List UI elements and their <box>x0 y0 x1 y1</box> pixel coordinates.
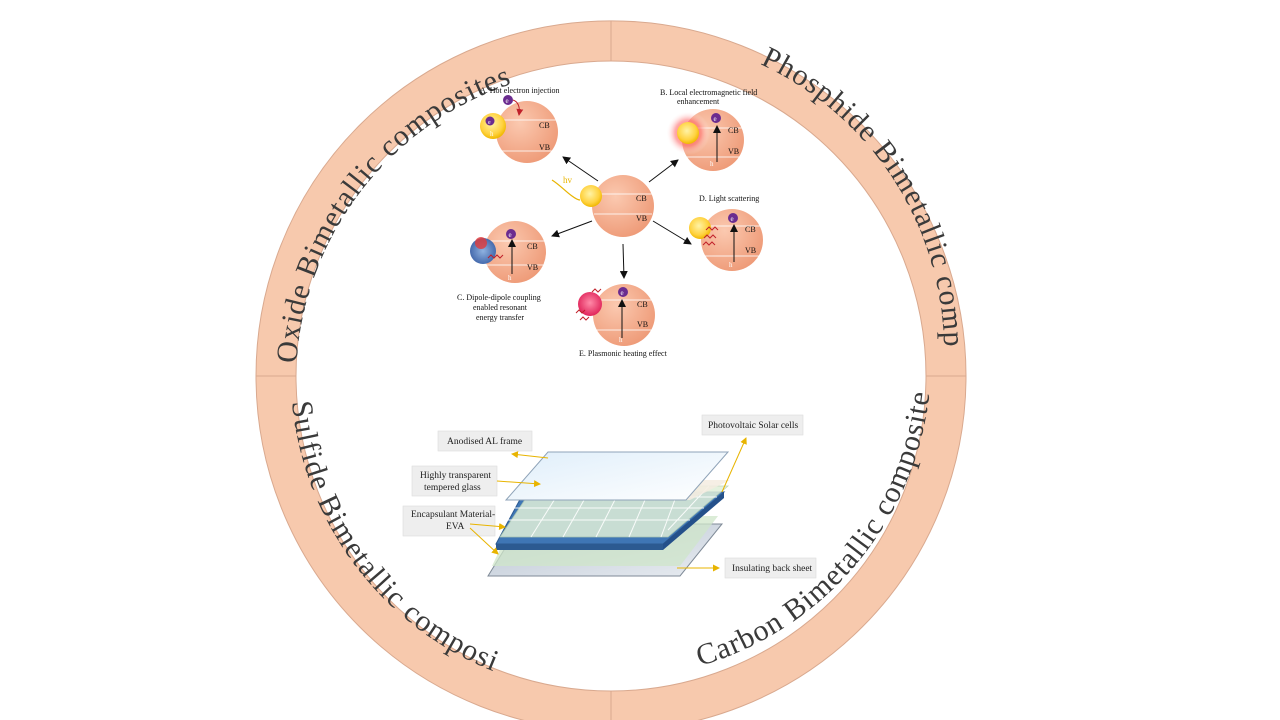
mechanism-e-hole-label: h <box>619 336 623 344</box>
callout-glass-arrow <box>496 480 541 488</box>
composite-ring: Oxide Bimetallic composites Phosphide Bi… <box>0 0 969 720</box>
mechanism-b-title-2: enhancement <box>677 97 720 106</box>
mechanism-c-cb: CB <box>527 242 538 251</box>
callout-eva-text-1: Encapsulant Material- <box>411 510 495 520</box>
callout-cells-box <box>701 414 804 436</box>
mechanism-a: A. Hot electron injection CB VB e h e <box>480 86 560 163</box>
arrow-to-b <box>648 159 679 183</box>
mechanism-d-cb: CB <box>745 225 756 234</box>
center-sphere <box>592 175 654 237</box>
mechanism-e-vb: VB <box>637 320 648 329</box>
mechanism-a-sphere <box>496 101 558 163</box>
callout-eva-arrow-1 <box>469 523 506 530</box>
mechanism-d-gold-particle <box>689 217 711 239</box>
arrow-to-c <box>551 220 593 238</box>
mechanism-b-gold-particle <box>677 122 699 144</box>
arrow-to-a <box>562 156 599 182</box>
mechanism-b-title-1: B. Local electromagnetic field <box>660 88 757 97</box>
mechanism-a-cb: CB <box>539 121 550 130</box>
callout-frame-text: Anodised AL frame <box>447 436 522 447</box>
callout-eva-box <box>402 505 496 537</box>
mechanism-d-title: D. Light scattering <box>699 194 759 203</box>
arrow-to-e <box>619 243 628 279</box>
solar-panel-diagram: Anodised AL frame Highly transparent tem… <box>402 414 817 579</box>
mechanism-e-heat-wave-3 <box>591 288 602 293</box>
callout-back-box <box>724 557 817 579</box>
callout-frame-box <box>437 430 533 452</box>
callout-cells-arrow <box>721 437 747 493</box>
center-semiconductor: CB VB hv <box>551 175 654 237</box>
light-label: hv <box>563 175 573 185</box>
mechanism-c-title-1: C. Dipole-dipole coupling <box>457 293 541 302</box>
arrow-to-d <box>652 220 692 245</box>
layer-solar-cells-edge <box>496 544 663 550</box>
mechanism-e-title: E. Plasmonic heating effect <box>579 349 668 358</box>
mechanism-a-electron-in-metal-label: e <box>488 120 491 126</box>
callout-glass-text-2: tempered glass <box>424 483 481 493</box>
mechanism-b-vb: VB <box>728 147 739 156</box>
center-cb-label: CB <box>636 194 647 203</box>
mechanism-d-vb: VB <box>745 246 756 255</box>
mechanism-e-heated-particle <box>578 292 602 316</box>
callout-back-text: Insulating back sheet <box>732 564 813 574</box>
mechanism-e-electron-label: e <box>621 289 624 297</box>
mechanism-d-electron-label: e <box>731 215 734 223</box>
mechanism-b-cb: CB <box>728 126 739 135</box>
callout-eva-text-2: EVA <box>446 522 464 532</box>
mechanism-e-cb: CB <box>637 300 648 309</box>
mechanism-c-hole-label: h <box>508 274 512 282</box>
mechanism-a-title: A. Hot electron injection <box>480 86 560 95</box>
mechanism-d-electron <box>728 213 738 223</box>
mechanism-d-scatter-wave-1 <box>705 226 719 231</box>
mechanism-b-hole-label: h <box>710 160 714 168</box>
mechanism-a-electron-in-metal <box>485 116 495 126</box>
mechanism-d: D. Light scattering CB VB e h <box>689 194 763 271</box>
mechanism-arrows <box>551 156 692 279</box>
callout-glass-box <box>411 465 498 497</box>
mechanism-e-heat-wave-2 <box>579 316 590 321</box>
mechanism-e: CB VB e h E. Plasmonic heating effect <box>575 284 668 358</box>
callout-eva-arrow-2 <box>469 527 499 555</box>
mechanism-a-electron <box>503 95 513 105</box>
mechanism-c-electron <box>506 229 516 239</box>
mechanism-b-electron <box>711 113 721 123</box>
mechanism-c-transfer-wave <box>487 254 504 259</box>
callout-glass-text-1: Highly transparent <box>420 471 491 481</box>
mechanism-c-dipole-top <box>475 237 487 249</box>
light-wave <box>551 179 581 201</box>
callout-frame-arrow <box>511 451 549 459</box>
mechanism-a-hole-label: h <box>490 130 494 138</box>
center-vb-label: VB <box>636 214 647 223</box>
center-plasmonic-particle <box>580 185 602 207</box>
mechanism-d-hole-label: h <box>729 261 733 269</box>
mechanism-c-title-3: energy transfer <box>476 313 524 322</box>
mechanism-a-vb: VB <box>539 143 550 152</box>
mechanism-e-electron <box>618 287 628 297</box>
mechanism-a-electron-label: e <box>506 97 509 105</box>
mechanism-c-sphere <box>484 221 546 283</box>
mechanism-b-electron-label: e <box>714 115 717 123</box>
mechanism-e-heat-wave-1 <box>575 309 586 314</box>
mechanism-c-title-2: enabled resonant <box>473 303 528 312</box>
callout-cells-text: Photovoltaic Solar cells <box>708 421 799 431</box>
mechanism-b: B. Local electromagnetic field enhanceme… <box>660 88 757 171</box>
mechanism-c: CB VB e h C. Dipole-dipole coupling enab… <box>457 221 546 322</box>
mechanism-c-vb: VB <box>527 263 538 272</box>
layer-al-frame <box>504 451 730 501</box>
mechanism-d-scatter-wave-2 <box>703 234 717 239</box>
layer-solar-cells-side <box>663 492 724 550</box>
mechanism-d-scatter-wave-3 <box>702 241 716 246</box>
mechanism-c-electron-label: e <box>509 231 512 239</box>
mechanism-a-injection-arrow <box>512 99 524 116</box>
